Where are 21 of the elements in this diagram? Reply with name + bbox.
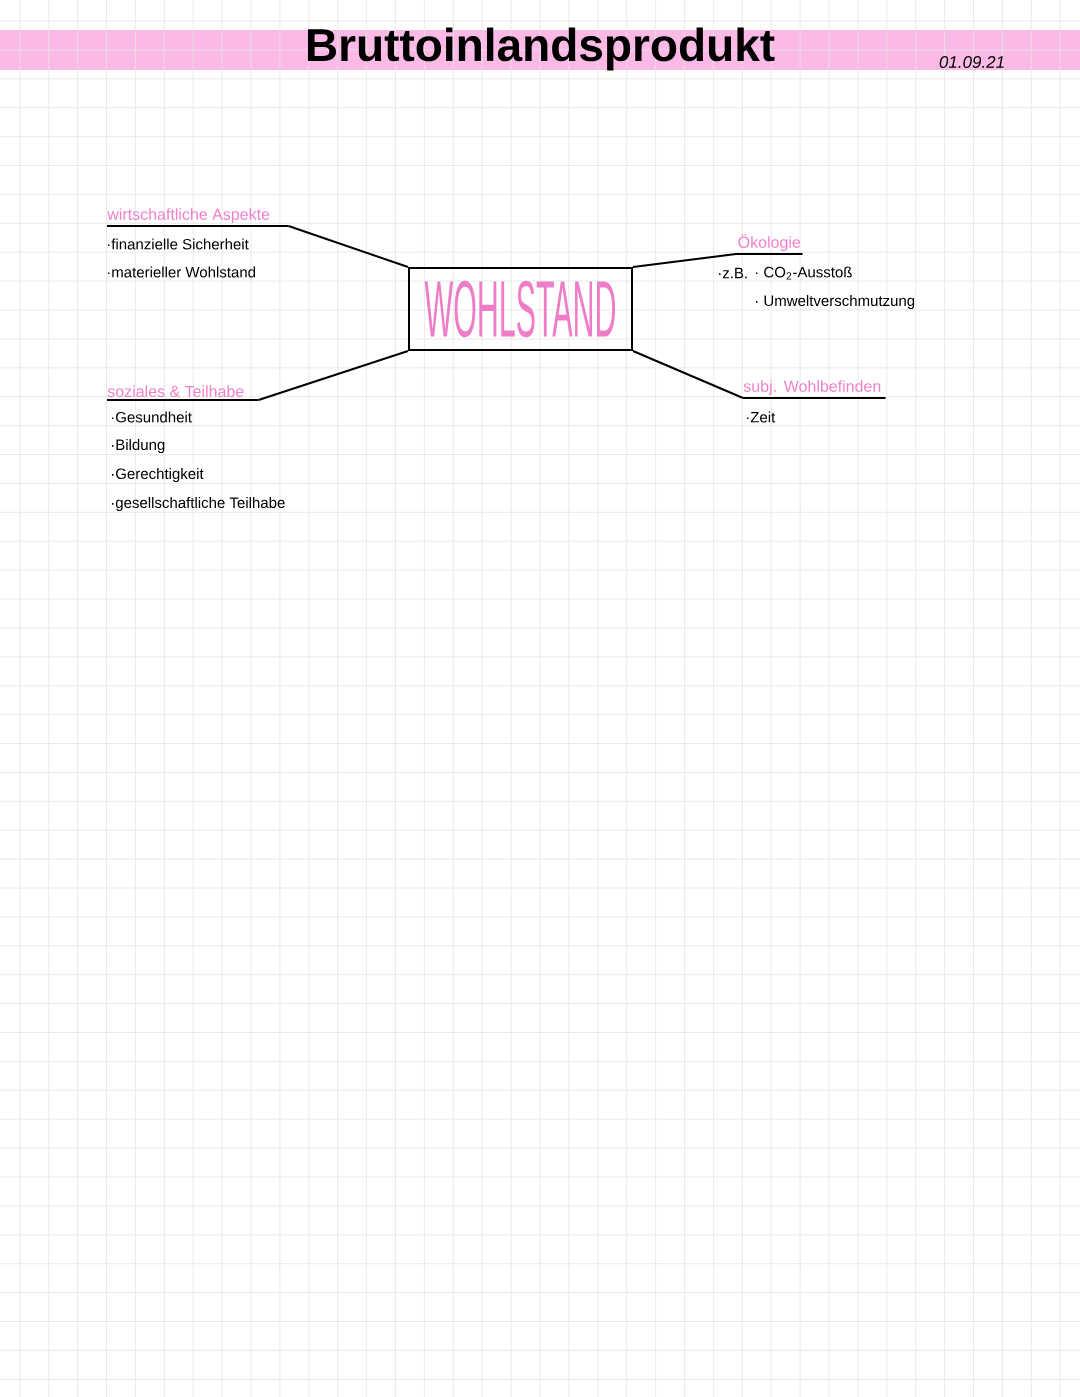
connector-line [632,350,744,399]
date-label: 01.09.21 [939,56,1004,69]
branch-heading: subj. Wohlbefinden [742,380,887,399]
list-item: ·Zeit [747,411,776,423]
list-item: ·Gerechtigkeit [112,468,204,482]
list-item: ·finanzielle Sicherheit [108,238,249,250]
list-item: ·Gesundheit [112,411,192,423]
list-item: · Umweltverschmutzung [756,295,915,309]
list-item: ·gesellschaftliche Teilhabe [112,497,285,511]
branch-heading: Ökologie [735,234,804,255]
branch-heading: soziales & Teilhabe [106,385,260,401]
list-item: ·Bildung [112,439,165,453]
connector-line [257,350,409,401]
list-item: · CO$_{2}$-Ausstoß [756,266,852,280]
list-item: ·materieller Wohlstand [108,266,256,278]
list-item: ·z.B. [719,267,747,279]
title: Bruttoinlandsprodukt [308,27,775,71]
branch-heading: wirtschaftliche Aspekte [106,208,290,227]
connector-line [287,225,409,268]
concept-box: WOHLSTAND [408,267,633,351]
connector-line [632,253,737,268]
